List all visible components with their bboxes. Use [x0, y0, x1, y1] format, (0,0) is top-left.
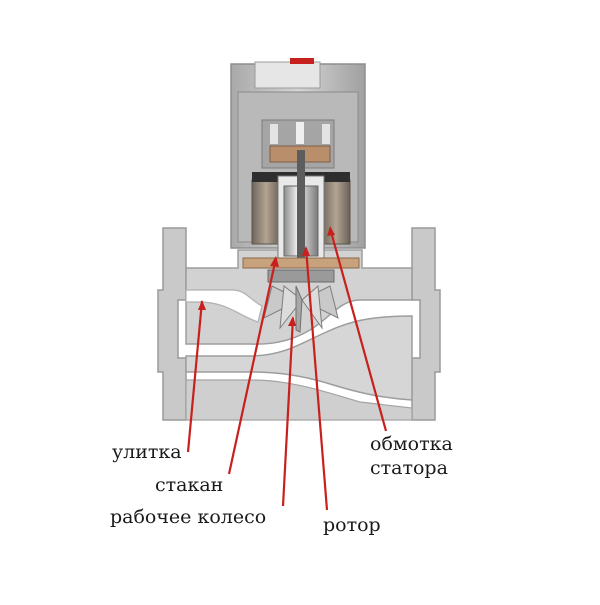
- pointer-arrowheads: [198, 226, 335, 326]
- label-rotor: ротор: [323, 514, 381, 536]
- impeller: [263, 269, 339, 333]
- pointer-cup: [227, 257, 278, 475]
- label-stator-winding: обмотка статора: [370, 432, 453, 480]
- label-impeller: рабочее колесо: [110, 506, 267, 528]
- label-stator-winding-line2: статора: [370, 457, 448, 479]
- pointer-stator-winding: [328, 227, 388, 432]
- pointer-rotor: [304, 247, 329, 511]
- label-stator-winding-line1: обмотка: [370, 433, 453, 455]
- arrowhead-rotor: [302, 246, 310, 256]
- arrowhead-volute: [198, 300, 206, 310]
- label-cup: стакан: [155, 474, 224, 496]
- arrowhead-cup: [270, 256, 279, 267]
- pointer-impeller: [281, 317, 295, 507]
- pointer-volute: [186, 300, 204, 453]
- label-volute: улитка: [112, 441, 182, 463]
- seal-plate: [242, 257, 360, 269]
- arrowhead-impeller: [288, 316, 296, 326]
- rotor-assembly: [277, 150, 325, 268]
- arrowhead-stator-winding: [327, 226, 335, 236]
- pointer-lines: [186, 227, 388, 511]
